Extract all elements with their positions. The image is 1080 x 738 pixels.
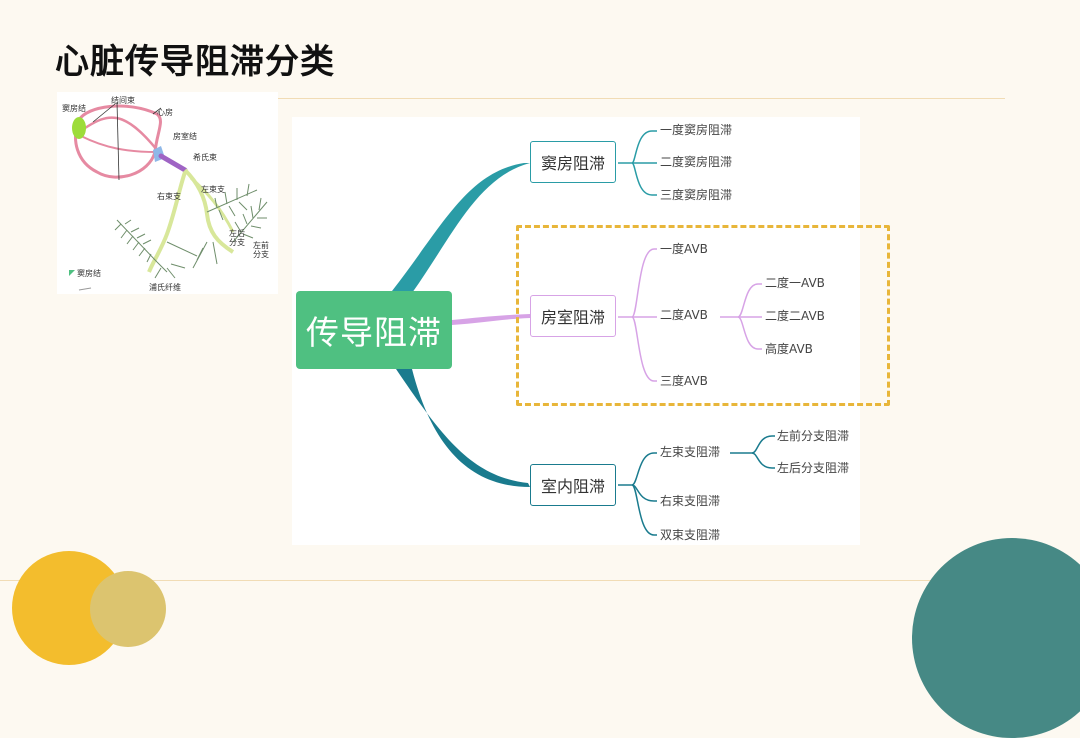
connector-root-to-sinoatrial bbox=[392, 163, 530, 293]
label-sa-node: 窦房结 bbox=[62, 104, 86, 113]
leaf-third-degree-avb[interactable]: 三度AVB bbox=[660, 374, 708, 388]
label-purkinje-fibers: 浦氏纤维 bbox=[149, 283, 181, 292]
leaf-second-degree-type-2-avb[interactable]: 二度二AVB bbox=[765, 309, 825, 323]
leaf-second-degree-type-1-avb[interactable]: 二度一AVB bbox=[765, 276, 825, 290]
mindmap: 传导阻滞 窦房阻滞 一度窦房阻滞 二度窦房阻滞 三度窦房阻滞 房室阻滞 一度AV… bbox=[292, 117, 890, 545]
decor-circle-teal bbox=[912, 538, 1080, 738]
leaf-left-anterior-fascicular-block[interactable]: 左前分支阻滞 bbox=[777, 429, 850, 443]
branch-sinoatrial-block[interactable]: 窦房阻滞 bbox=[530, 141, 616, 183]
title-divider bbox=[252, 98, 1005, 99]
branch-intraventricular-block[interactable]: 室内阻滞 bbox=[530, 464, 616, 506]
label-right-bundle-branch: 右束支 bbox=[157, 192, 181, 201]
connector-root-to-av bbox=[452, 314, 530, 325]
connectors-intraventricular-children bbox=[618, 435, 775, 536]
connector-root-to-intraventricular bbox=[396, 369, 530, 487]
leaf-left-bundle-branch-block[interactable]: 左束支阻滞 bbox=[660, 445, 721, 459]
label-left-posterior-fascicle: 左后 分支 bbox=[229, 229, 245, 247]
leaf-second-degree-sa-block[interactable]: 二度窦房阻滞 bbox=[660, 155, 733, 169]
heart-conduction-drawing bbox=[69, 101, 268, 291]
leaf-second-degree-avb[interactable]: 二度AVB bbox=[660, 308, 708, 322]
leaf-third-degree-sa-block[interactable]: 三度窦房阻滞 bbox=[660, 188, 733, 202]
label-left-bundle-branch: 左束支 bbox=[201, 185, 225, 194]
label-his-bundle: 希氏束 bbox=[193, 153, 217, 162]
conduction-system-illustration: 窦房结 结间束 心房 房室结 希氏束 左束支 右束支 左后 分支 左前 分支 浦… bbox=[57, 92, 278, 294]
highlight-av-block-box bbox=[516, 225, 890, 406]
label-atrium: 心房 bbox=[157, 108, 173, 117]
leaf-right-bundle-branch-block[interactable]: 右束支阻滞 bbox=[660, 494, 721, 508]
label-legend-sa-node: 窦房结 bbox=[77, 269, 101, 278]
sa-node-shape bbox=[72, 117, 86, 139]
leaf-first-degree-avb[interactable]: 一度AVB bbox=[660, 242, 708, 256]
leaf-high-grade-avb[interactable]: 高度AVB bbox=[765, 342, 813, 356]
leaf-left-posterior-fascicular-block[interactable]: 左后分支阻滞 bbox=[777, 461, 850, 475]
footer-divider bbox=[0, 580, 1080, 581]
decor-circle-olive bbox=[90, 571, 166, 647]
root-node[interactable]: 传导阻滞 bbox=[296, 291, 452, 369]
connectors-av-children bbox=[618, 248, 762, 382]
leaf-first-degree-sa-block[interactable]: 一度窦房阻滞 bbox=[660, 123, 733, 137]
label-internodal-tract: 结间束 bbox=[111, 96, 135, 105]
leaf-bifascicular-block[interactable]: 双束支阻滞 bbox=[660, 528, 721, 542]
label-left-anterior-fascicle: 左前 分支 bbox=[253, 241, 269, 259]
connectors-sinoatrial-children bbox=[618, 130, 657, 196]
branch-av-block[interactable]: 房室阻滞 bbox=[530, 295, 616, 337]
slide-title: 心脏传导阻滞分类 bbox=[55, 42, 335, 82]
label-av-node: 房室结 bbox=[173, 132, 197, 141]
mindmap-connectors bbox=[392, 130, 775, 536]
